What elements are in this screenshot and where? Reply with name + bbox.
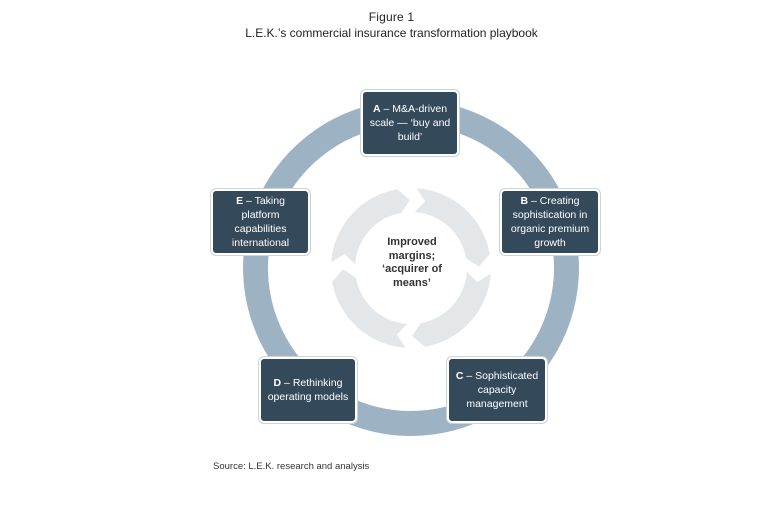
inner-ring-arrow-1 xyxy=(414,188,490,267)
step-a-box: A – M&A-driven scale — ‘buy and build’ xyxy=(361,90,459,156)
step-a-letter: A xyxy=(372,103,381,115)
source-note: Source: L.E.K. research and analysis xyxy=(213,461,370,472)
center-line-2: margins; xyxy=(388,249,436,262)
inner-ring-arrow-3 xyxy=(332,269,408,348)
step-c-box: C – Sophisticated capacity management xyxy=(447,357,547,423)
step-d-text: – Rethinking operating models xyxy=(267,377,349,403)
step-c-text: – Sophisticated capacity management xyxy=(463,370,539,410)
step-c-letter: C xyxy=(455,370,464,382)
center-outcome-text: Improved margins; ‘acquirer of means’ xyxy=(370,236,454,290)
center-line-3: ‘acquirer of xyxy=(382,263,442,275)
step-a-text: – M&A-driven scale — ‘buy and build’ xyxy=(369,103,451,143)
outer-ring-arrow-2 xyxy=(493,233,579,400)
step-e-text: – Taking platform capabilities internati… xyxy=(231,195,290,249)
step-d-box: D – Rethinking operating models xyxy=(259,357,357,423)
step-b-text: – Creating sophistication in organic pre… xyxy=(510,195,590,249)
figure-label: Figure 1 xyxy=(368,10,415,24)
inner-cycle-ring xyxy=(331,188,491,348)
inner-ring-arrow-2 xyxy=(412,271,491,347)
step-e-box: E – Taking platform capabilities interna… xyxy=(211,189,310,255)
center-line-4: means’ xyxy=(393,276,431,289)
outer-ring-arrow-1 xyxy=(425,100,567,231)
step-e-letter: E xyxy=(236,195,244,207)
outer-ring-arrow-3 xyxy=(311,387,495,437)
figure-title: L.E.K.’s commercial insurance transforma… xyxy=(245,26,538,40)
center-line-1: Improved xyxy=(387,236,437,248)
step-b-box: B – Creating sophistication in organic p… xyxy=(500,189,600,255)
step-d-letter: D xyxy=(273,377,282,389)
inner-ring-arrow-4 xyxy=(331,189,410,265)
step-b-letter: B xyxy=(520,195,529,207)
outer-ring-arrow-4 xyxy=(243,209,316,393)
